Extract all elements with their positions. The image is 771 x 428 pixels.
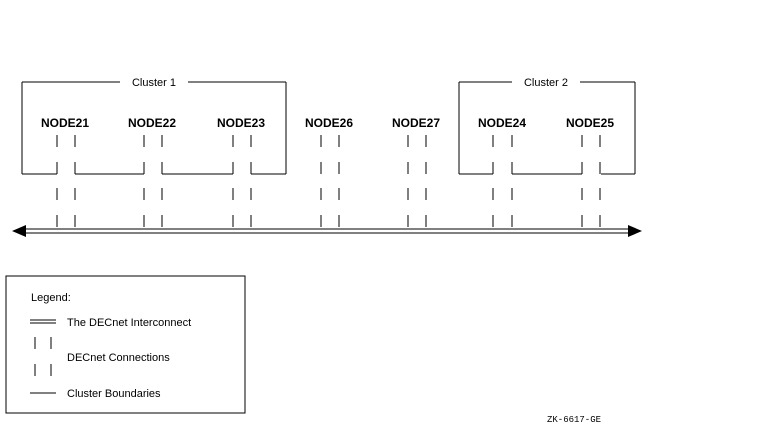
legend-connections-text: DECnet Connections — [67, 352, 170, 364]
interconnect-left-arrow — [12, 225, 26, 237]
node-label-node27: NODE27 — [392, 116, 440, 130]
node-label-node25: NODE25 — [566, 116, 614, 130]
cluster-2-boundary — [458, 81, 636, 175]
decnet-interconnect — [12, 225, 642, 237]
legend-boundaries-text: Cluster Boundaries — [67, 388, 161, 400]
cluster-2-label: Cluster 2 — [524, 77, 568, 89]
legend-title: Legend: — [31, 292, 71, 304]
legend-connection-symbol — [34, 337, 52, 376]
legend-box: Legend: The DECnet Interconnect DECnet C… — [5, 275, 246, 414]
node-label-node26: NODE26 — [305, 116, 353, 130]
cluster-1-boundary — [21, 81, 287, 175]
legend-interconnect-text: The DECnet Interconnect — [67, 317, 191, 329]
node-label-node21: NODE21 — [41, 116, 89, 130]
node-label-node23: NODE23 — [217, 116, 265, 130]
figure-id: ZK-6617-GE — [547, 415, 601, 425]
interconnect-right-arrow — [628, 225, 642, 237]
decnet-connections — [56, 135, 601, 227]
node-label-node24: NODE24 — [478, 116, 526, 130]
cluster-1-label: Cluster 1 — [132, 77, 176, 89]
node-label-node22: NODE22 — [128, 116, 176, 130]
